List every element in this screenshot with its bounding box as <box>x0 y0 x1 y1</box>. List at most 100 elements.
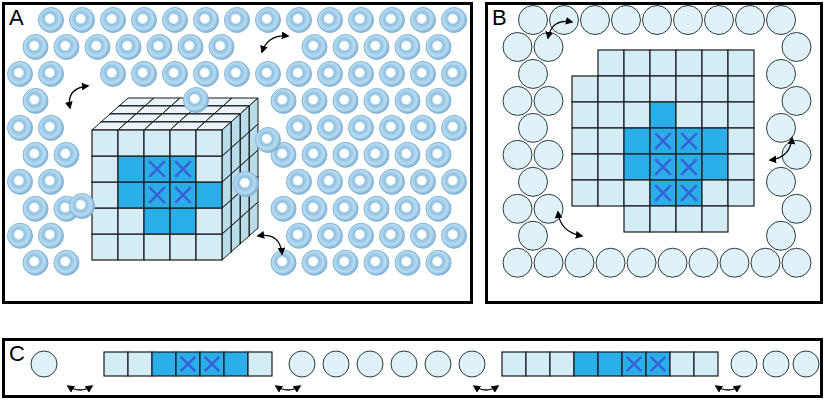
particle-circle <box>289 351 315 377</box>
crystal-cell <box>650 102 676 128</box>
crystal-cell <box>702 154 728 180</box>
crystal-cell <box>624 76 650 102</box>
cross-mark <box>651 357 665 371</box>
particle-sphere <box>302 142 327 167</box>
particle-sphere <box>333 196 358 221</box>
diagram-panel: B <box>485 2 823 304</box>
cross-mark <box>655 185 671 201</box>
particle-circle <box>627 248 656 277</box>
particle-sphere <box>442 8 467 33</box>
particle-sphere <box>209 34 234 59</box>
cross-mark <box>175 161 191 177</box>
crystal-cell <box>170 130 196 156</box>
crystal-cell <box>92 182 118 208</box>
crystal-cell <box>598 128 624 154</box>
crystal-cell <box>598 102 624 128</box>
crystal-cell <box>676 180 702 206</box>
particle-circle <box>731 351 757 377</box>
particle-sphere <box>8 115 33 140</box>
particle-sphere <box>349 61 374 86</box>
particle-circle <box>751 248 780 277</box>
particle-sphere <box>225 61 250 86</box>
particle-sphere <box>101 8 126 33</box>
crystal-cell <box>118 182 144 208</box>
crystal-cell <box>92 208 118 234</box>
crystal-cell <box>694 352 718 376</box>
crystal-cell <box>144 208 170 234</box>
particle-circle <box>782 248 811 277</box>
particle-sphere <box>163 61 188 86</box>
exchange-arrow <box>558 212 582 236</box>
particle-sphere <box>442 115 467 140</box>
particle-sphere <box>8 169 33 194</box>
particle-sphere <box>302 250 327 275</box>
particle-sphere <box>8 223 33 248</box>
crystal-cell <box>728 102 754 128</box>
crystal-cell <box>118 208 144 234</box>
particle-sphere <box>234 172 259 197</box>
exchange-arrow <box>258 235 282 254</box>
particle-sphere <box>364 34 389 59</box>
particle-circle <box>503 248 532 277</box>
crystal-cell <box>170 234 196 260</box>
crystal-cell <box>170 208 196 234</box>
cross-mark <box>181 357 195 371</box>
cross-mark <box>175 187 191 203</box>
crystal-cell <box>598 180 624 206</box>
particle-circle <box>767 113 796 142</box>
crystal-cell <box>92 156 118 182</box>
particle-sphere <box>333 142 358 167</box>
crystal-cell <box>92 234 118 260</box>
cross-mark <box>681 159 697 175</box>
cross-mark <box>681 185 697 201</box>
crystal-cell <box>650 50 676 76</box>
particle-sphere <box>70 194 95 219</box>
particle-circle <box>736 6 765 35</box>
particle-sphere <box>225 8 250 33</box>
particle-sphere <box>349 8 374 33</box>
crystal-cell <box>670 352 694 376</box>
particle-sphere <box>256 8 281 33</box>
particle-sphere <box>318 169 343 194</box>
crystal-cell <box>128 352 152 376</box>
particle-circle <box>534 140 563 169</box>
particle-sphere <box>302 196 327 221</box>
crystal-cell <box>170 182 196 208</box>
crystal-cell <box>118 156 144 182</box>
crystal-cell <box>728 180 754 206</box>
particle-sphere <box>8 61 33 86</box>
crystal-cell <box>572 76 598 102</box>
exchange-arrow <box>276 386 300 390</box>
crystal-cell <box>598 50 624 76</box>
particle-circle <box>643 6 672 35</box>
panel-label: C <box>9 342 25 366</box>
particle-sphere <box>23 250 48 275</box>
particle-sphere <box>194 8 219 33</box>
particle-sphere <box>39 169 64 194</box>
crystal-cell <box>196 130 222 156</box>
particle-circle <box>763 351 789 377</box>
crystal-cell <box>196 234 222 260</box>
particle-sphere <box>318 8 343 33</box>
crystal-cell <box>550 352 574 376</box>
crystal-cell <box>702 206 728 232</box>
cross-mark <box>149 187 165 203</box>
particle-sphere <box>302 88 327 113</box>
crystal-cell <box>624 102 650 128</box>
crystal-cell <box>526 352 550 376</box>
cube-side <box>222 122 231 156</box>
crystal-cell <box>702 76 728 102</box>
particle-sphere <box>132 61 157 86</box>
particle-circle <box>793 351 819 377</box>
particle-sphere <box>163 8 188 33</box>
cube-side <box>240 106 249 140</box>
particle-sphere <box>364 196 389 221</box>
crystal-cell <box>650 180 676 206</box>
crystal-cell <box>624 154 650 180</box>
crystal-cell <box>152 352 176 376</box>
particle-sphere <box>411 115 436 140</box>
particle-sphere <box>426 34 451 59</box>
particle-sphere <box>426 250 451 275</box>
particle-sphere <box>132 8 157 33</box>
particle-sphere <box>349 223 374 248</box>
